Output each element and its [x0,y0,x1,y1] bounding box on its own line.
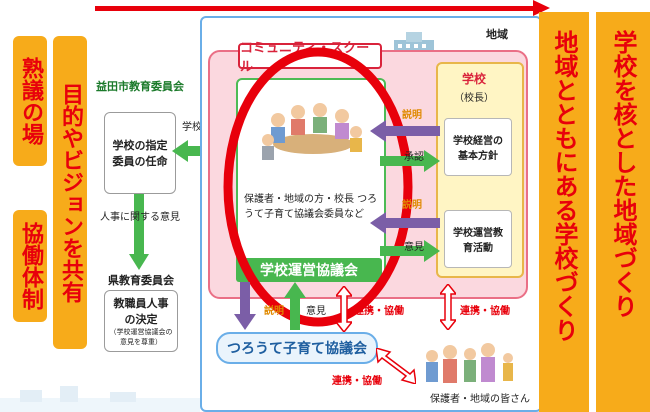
green-up-arrow [284,282,306,330]
green-arrow-down [129,194,149,270]
collab-label-1: 連携・協働 [354,306,404,317]
personnel-opinion-label: 人事に関する意見 [100,212,180,223]
principal-label: （校長） [454,93,494,104]
decision-box: 教職員人事の決定 （学校運営協議会の意見を尊重） [104,290,178,352]
prefecture-label: 県教育委員会 [108,274,174,287]
council-label: 学校運営協議会 [236,258,382,282]
residents-illustration [426,343,513,383]
collab-label-3: 連携・協働 [332,376,382,387]
top-arrow [95,0,550,16]
school-with-community-column: 地域とともにある学校づくり [539,12,589,412]
collab-label-2: 連携・協働 [460,306,510,317]
explain-arrow-top [370,120,440,142]
highlight-ellipse [223,47,413,327]
council-box [236,78,386,282]
board-header: 益田市教育委員会 [96,80,184,93]
explain-bottom-label: 説明 [264,306,284,317]
meeting-illustration [262,103,362,160]
activities-card: 学校運営教育活動 [444,210,512,268]
explain-arrow-bottom [370,212,440,234]
approve-arrow [380,150,440,172]
town-silhouette [0,386,200,412]
shared-vision-box: 目的やビジョンを共有 [53,36,87,349]
deliberation-box: 熟議の場 [13,36,47,166]
opinion-label-mid: 意見 [404,242,424,253]
collab-arrow-1 [336,286,352,332]
opinion-bottom-label: 意見 [306,306,326,317]
community-with-school-column: 学校を核とした地域づくり [596,12,650,412]
approve-label: 承認 [404,152,424,163]
collaboration-box: 協働体制 [13,210,47,322]
appoint-box: 学校の指定委員の任命 [104,112,176,194]
tsuroute-box: つろうて子育て協議会 [216,332,378,364]
purple-down-arrow [234,282,256,330]
council-members-text: 保護者・地域の方・校長 つろうて子育て協議会委員など [244,194,378,220]
region-label: 地域 [486,28,508,41]
opinion-arrow [380,240,440,262]
explain-label-mid: 説明 [402,200,422,211]
residents-label: 保護者・地域の皆さん [430,394,530,405]
school-label: 学校 [462,72,487,86]
explain-label-top: 説明 [402,110,422,121]
collab-arrow-2 [440,284,456,330]
collab-arrow-3 [376,348,416,384]
policy-card: 学校経営の基本方針 [444,118,512,176]
